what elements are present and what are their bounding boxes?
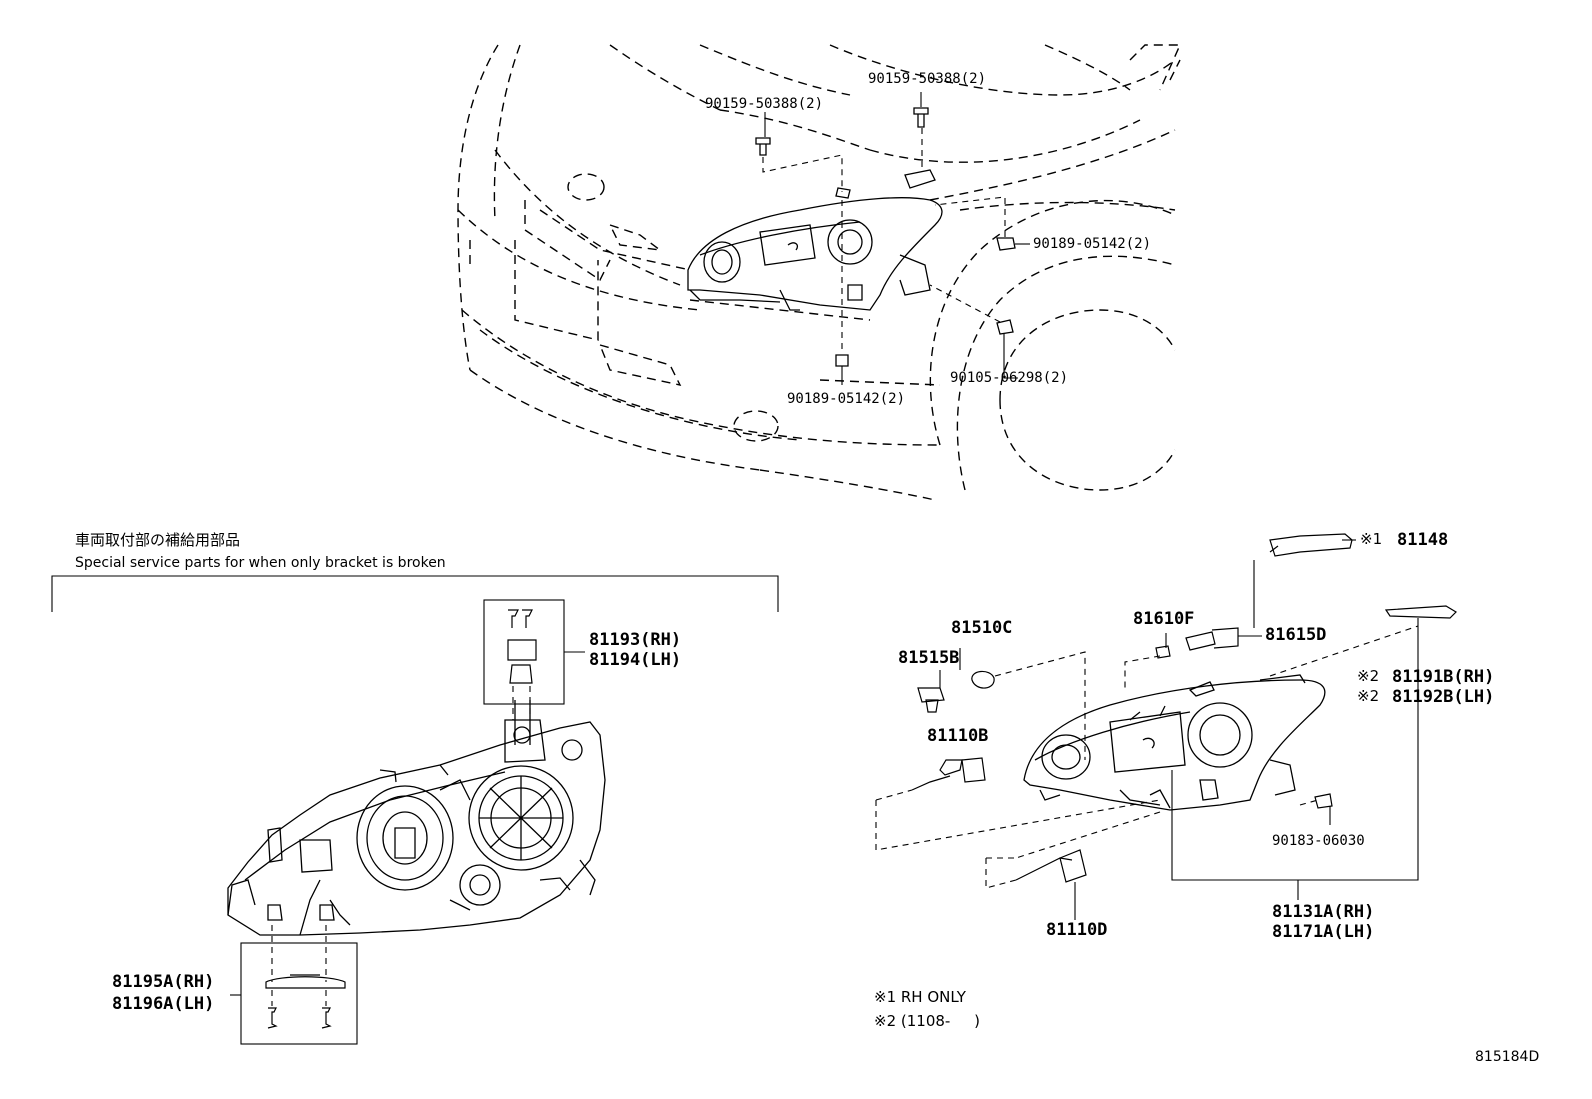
callout-90159-right: 90159-50388(2) xyxy=(868,71,987,87)
note-date-range: ※2 (1108- ) xyxy=(874,1012,981,1030)
callout-90189-lower: 90189-05142(2) xyxy=(787,391,906,407)
part-81192b-mark: ※2 xyxy=(1357,687,1380,705)
right-dashed-guides xyxy=(875,625,1419,889)
part-81148: 81148 xyxy=(1397,530,1449,550)
bracket-parts xyxy=(265,609,537,1029)
part-81191b-mark: ※2 xyxy=(1357,667,1380,685)
part-81196a-lh: 81196A(LH) xyxy=(112,994,215,1014)
part-81192b-lh: 81192B(LH) xyxy=(1392,687,1495,707)
headlamp-installed xyxy=(687,169,943,311)
callout-90189-upper: 90189-05142(2) xyxy=(1033,236,1152,252)
part-81110b: 81110B xyxy=(927,726,989,746)
car-front-outline xyxy=(457,44,1182,501)
headlamp-exploded xyxy=(1023,674,1326,811)
part-81194-lh: 81194(LH) xyxy=(589,650,682,670)
part-81191b-rh: 81191B(RH) xyxy=(1392,667,1495,687)
part-81510c: 81510C xyxy=(951,618,1013,638)
bracket-leaders xyxy=(230,651,585,996)
part-81195a-rh: 81195A(RH) xyxy=(112,972,215,992)
part-81193-rh: 81193(RH) xyxy=(589,630,682,650)
part-81148-mark: ※1 xyxy=(1360,530,1383,548)
right-leaders xyxy=(939,539,1419,920)
top-leaders xyxy=(764,92,1030,385)
part-81515b: 81515B xyxy=(898,648,960,668)
part-81610f: 81610F xyxy=(1133,609,1195,629)
bracket-frame xyxy=(51,575,779,1045)
bracket-dashed-guides xyxy=(271,686,531,1006)
callout-90105: 90105-06298(2) xyxy=(950,370,1069,386)
part-81171a-lh: 81171A(LH) xyxy=(1272,922,1375,942)
figure-id: 815184D xyxy=(1475,1049,1540,1065)
header-english: Special service parts for when only brac… xyxy=(75,555,446,571)
header-japanese: 車両取付部の補給用部品 xyxy=(75,531,241,549)
part-81110d: 81110D xyxy=(1046,920,1108,940)
top-dashed-guides xyxy=(762,128,1006,352)
headlamp-rear xyxy=(227,700,606,936)
right-small-parts xyxy=(911,533,1457,883)
part-81131a-rh: 81131A(RH) xyxy=(1272,902,1375,922)
part-81615d: 81615D xyxy=(1265,625,1327,645)
top-fasteners xyxy=(755,107,1016,367)
note-rh-only: ※1 RH ONLY xyxy=(874,988,966,1006)
part-90183: 90183-06030 xyxy=(1272,833,1365,849)
callout-90159-left: 90159-50388(2) xyxy=(705,96,824,112)
